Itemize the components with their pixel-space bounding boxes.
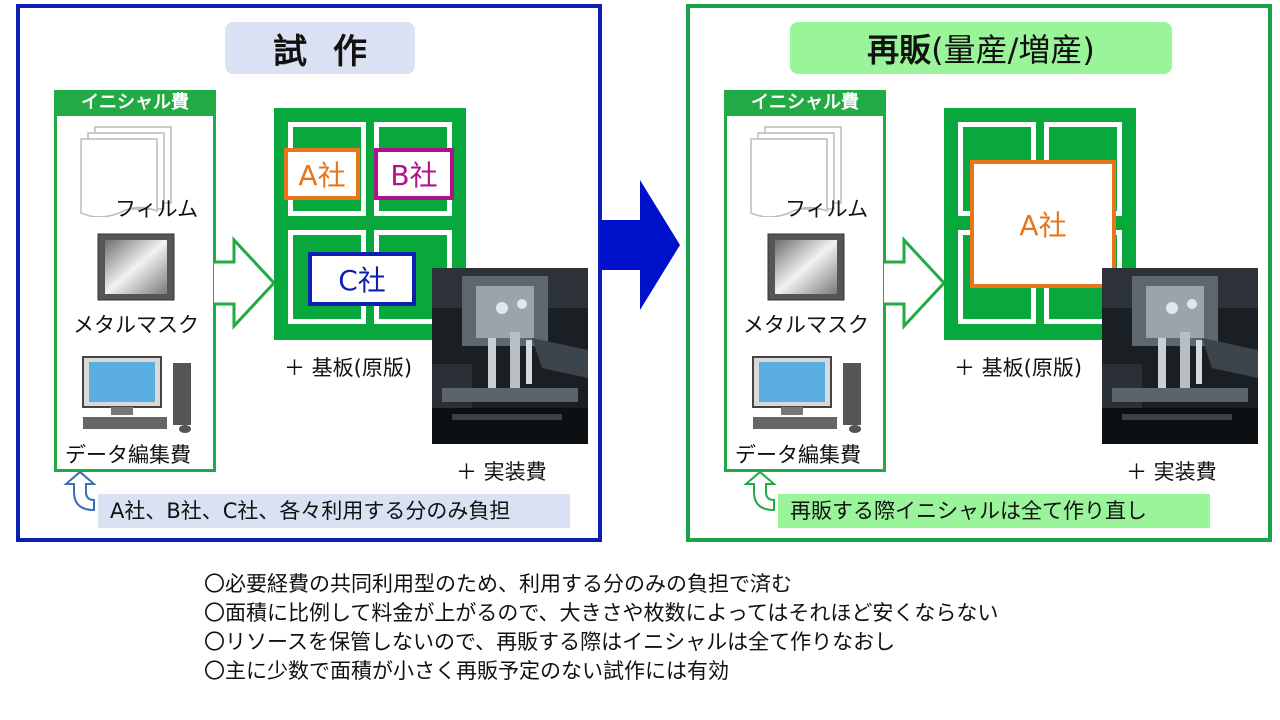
film-icon xyxy=(750,126,842,217)
film-icon xyxy=(80,126,172,217)
initial-cost-label: イニシャル費 xyxy=(724,90,886,116)
resale-title-main: 再販 xyxy=(867,31,932,69)
bullet-item: 〇リソースを保管しないので、再販する際はイニシャルは全て作りなおし xyxy=(204,630,896,654)
data-editing-label: データ編集費 xyxy=(65,443,191,467)
substrate-label: ＋ 基板(原版) xyxy=(954,356,1083,380)
curved-arrow-icon xyxy=(63,470,97,512)
resale-panel: 再販 (量産/増産) イニシャル費 フィルム メタルマスク xyxy=(686,4,1272,542)
mounting-cost-label: ＋ 実装費 xyxy=(456,460,547,484)
mounting-machine-image xyxy=(1102,268,1258,444)
substrate-board: A社 xyxy=(944,108,1136,340)
mounting-cost-label: ＋ 実装費 xyxy=(1126,460,1217,484)
initial-cost-label: イニシャル費 xyxy=(54,90,216,116)
metal-mask-label: メタルマスク xyxy=(73,313,199,337)
initial-cost-box: イニシャル費 フィルム メタルマスク デ xyxy=(54,90,216,472)
company-a-box: A社 xyxy=(970,160,1116,288)
company-b-box: B社 xyxy=(374,148,454,200)
trial-title: 試作 xyxy=(225,22,415,74)
company-a-box: A社 xyxy=(284,148,360,200)
mounting-machine-image xyxy=(432,268,588,444)
film-label: フィルム xyxy=(115,197,199,221)
summary-bullets: 〇必要経費の共同利用型のため、利用する分のみの負担で済む 〇面積に比例して料金が… xyxy=(204,570,998,686)
computer-icon xyxy=(82,356,191,433)
film-label: フィルム xyxy=(785,197,869,221)
company-c-box: C社 xyxy=(308,252,416,306)
transition-arrow-icon xyxy=(600,180,680,310)
bullet-item: 〇必要経費の共同利用型のため、利用する分のみの負担で済む xyxy=(204,572,792,596)
substrate-label: ＋ 基板(原版) xyxy=(284,356,413,380)
initial-cost-box: イニシャル費 フィルム メタルマスク データ編集費 xyxy=(724,90,886,472)
resale-title-paren: (量産/増産) xyxy=(931,31,1095,69)
trial-panel: 試作 イニシャル費 フィルム メタルマスク xyxy=(16,4,602,542)
bullet-item: 〇面積に比例して料金が上がるので、大きさや枚数によってはそれほど安くならない xyxy=(204,601,999,625)
arrow-right-icon xyxy=(884,236,947,330)
curved-arrow-icon xyxy=(743,470,777,512)
trial-note: A社、B社、C社、各々利用する分のみ負担 xyxy=(98,494,570,528)
resale-note: 再販する際イニシャルは全て作り直し xyxy=(778,494,1210,528)
computer-icon xyxy=(752,356,861,433)
metal-mask-label: メタルマスク xyxy=(743,313,869,337)
resale-title: 再販 (量産/増産) xyxy=(790,22,1172,74)
arrow-right-icon xyxy=(214,236,277,330)
metal-mask-icon xyxy=(767,233,845,301)
metal-mask-icon xyxy=(97,233,175,301)
data-editing-label: データ編集費 xyxy=(735,443,861,467)
bullet-item: 〇主に少数で面積が小さく再販予定のない試作には有効 xyxy=(204,659,729,683)
